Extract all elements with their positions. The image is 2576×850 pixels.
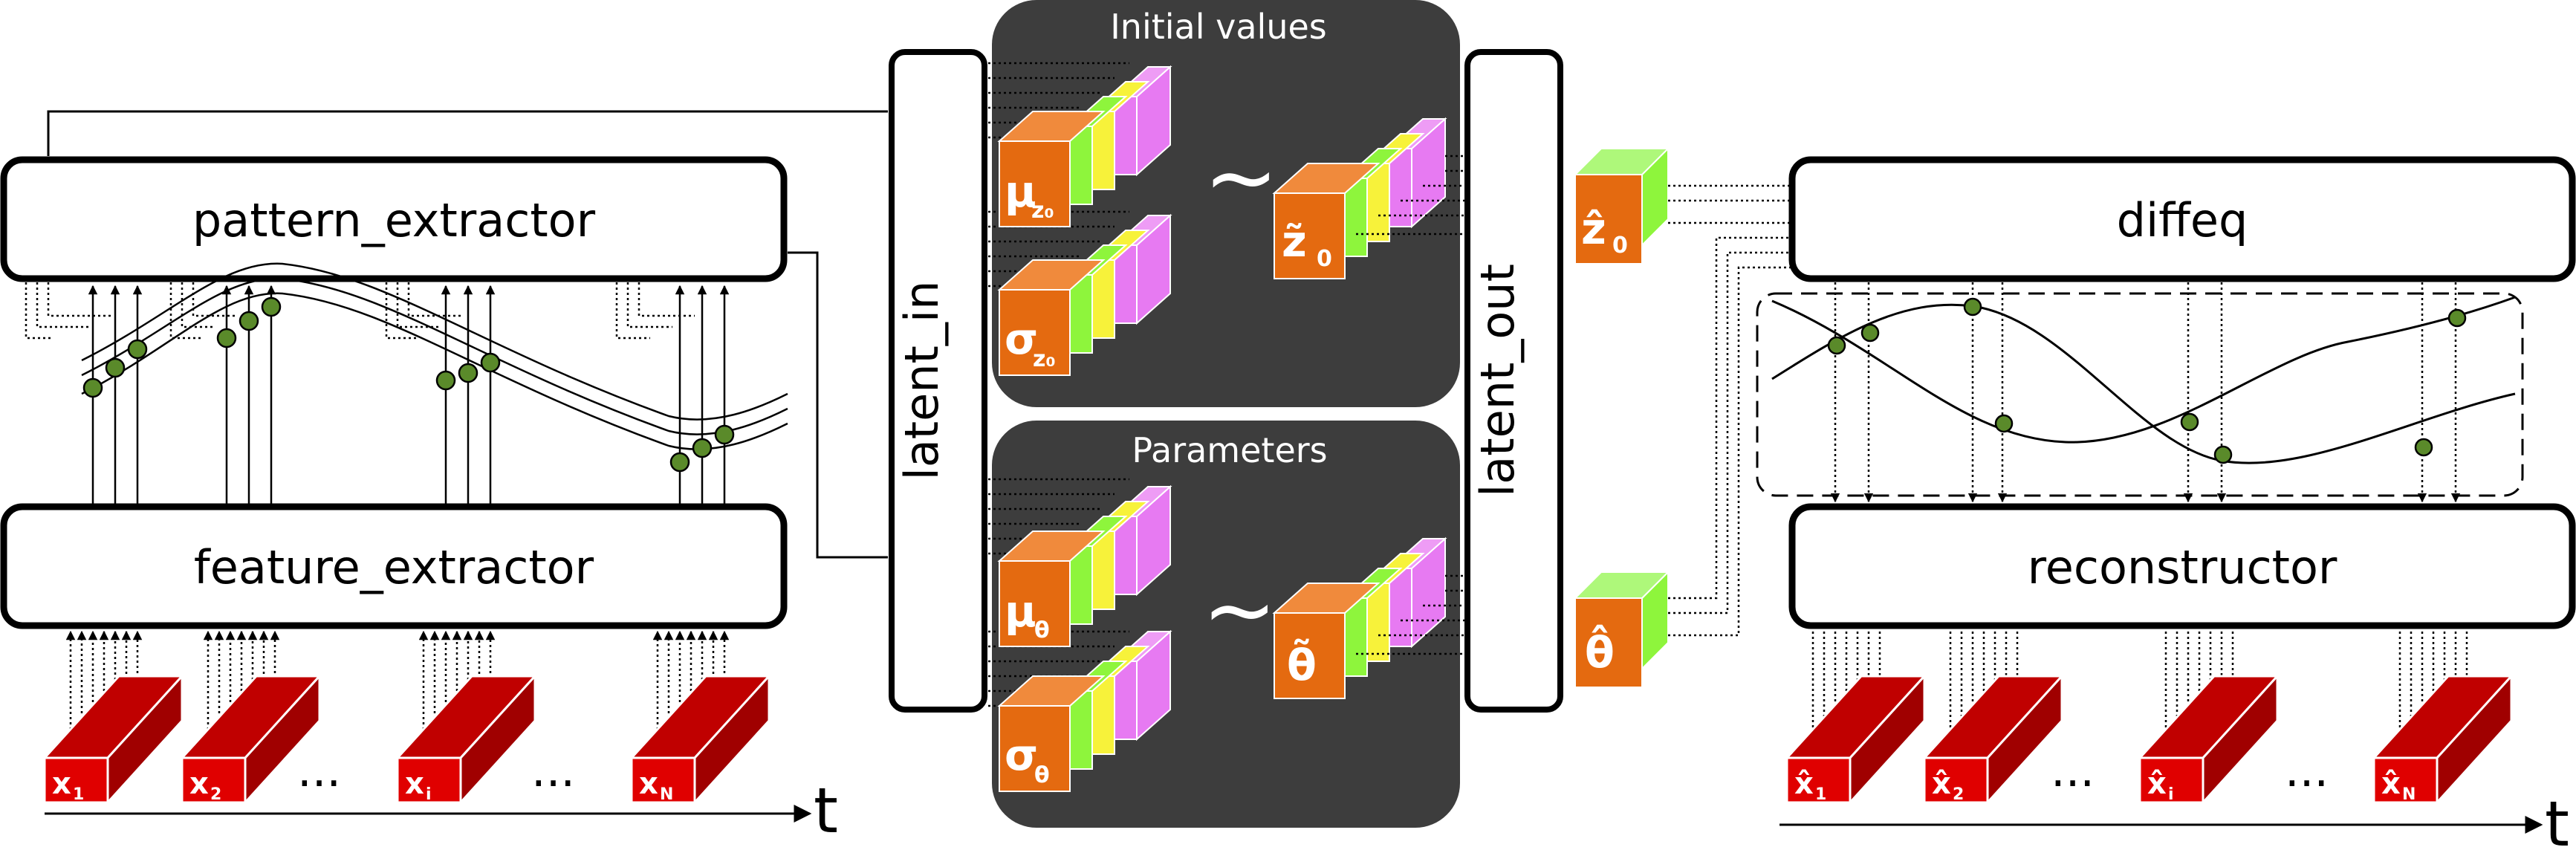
input-ellipsis-1: ... bbox=[297, 743, 341, 797]
latent-out-to-diffeq-links bbox=[1668, 184, 1791, 637]
x1-hat-sub: 1 bbox=[1815, 785, 1826, 804]
output-sequence-xN: x̂ N bbox=[2371, 673, 2514, 805]
input-sequence-x2: x 2 bbox=[179, 673, 322, 805]
theta-hat-symbol: θ̂ bbox=[1585, 624, 1615, 678]
mu-z0-symbol: μ bbox=[1005, 166, 1036, 217]
xi-hat-sub: i bbox=[2168, 785, 2174, 804]
reconstructor-box: reconstructor bbox=[1788, 503, 2576, 629]
input-ellipsis-2: ... bbox=[531, 743, 575, 797]
diffeq-label: diffeq bbox=[2117, 193, 2248, 247]
theta-tilde-symbol: θ̃ bbox=[1287, 638, 1317, 690]
solution-region bbox=[1756, 292, 2524, 497]
pattern-extractor-label: pattern_extractor bbox=[192, 193, 596, 247]
time-axis-right-label: t bbox=[2545, 788, 2569, 850]
latent-trajectories-right bbox=[1771, 296, 2516, 464]
latent-in-box: latent_in bbox=[889, 49, 987, 713]
sigma-z0-sub: z₀ bbox=[1033, 346, 1056, 372]
sample-tilde-theta: ~ bbox=[1202, 559, 1277, 662]
output-sequence-x1: x̂ 1 bbox=[1784, 673, 1927, 805]
feature-extractor-label: feature_extractor bbox=[194, 540, 594, 594]
xN-hat-label: x̂ bbox=[2381, 767, 2401, 801]
mu-theta-symbol: μ bbox=[1005, 586, 1036, 637]
reconstructor-label: reconstructor bbox=[2028, 540, 2337, 594]
theta-tilde-cube-stack: θ̃ bbox=[1272, 536, 1447, 699]
mu-theta-cube-stack: μ θ bbox=[997, 484, 1172, 647]
time-axis-left-label: t bbox=[814, 774, 838, 847]
z-hat-sub: 0 bbox=[1612, 233, 1628, 259]
xN-hat-sub: N bbox=[2402, 785, 2416, 804]
input-sequence-x1: x 1 bbox=[42, 673, 185, 805]
x2-label: x bbox=[189, 767, 209, 801]
xi-hat-label: x̂ bbox=[2147, 767, 2167, 801]
theta-hat-cube: θ̂ bbox=[1573, 570, 1670, 688]
mu-theta-sub: θ bbox=[1034, 617, 1050, 643]
sigma-z0-cube-stack: σ z₀ bbox=[997, 213, 1172, 376]
sample-to-latent-out-links bbox=[1356, 155, 1467, 655]
sigma-theta-symbol: σ bbox=[1005, 730, 1038, 780]
mu-z0-cube-stack: μ z₀ bbox=[997, 65, 1172, 227]
pattern-extractor-box: pattern_extractor bbox=[0, 156, 788, 282]
xi-label: x bbox=[405, 767, 424, 801]
sigma-z0-symbol: σ bbox=[1005, 314, 1038, 364]
z-tilde-sub: 0 bbox=[1317, 246, 1332, 272]
z-hat-cube: ẑ 0 bbox=[1573, 146, 1670, 265]
latent-out-box: latent_out bbox=[1464, 49, 1563, 713]
z-hat-symbol: ẑ bbox=[1581, 204, 1606, 254]
feature-extractor-box: feature_extractor bbox=[0, 503, 788, 629]
xN-sub: N bbox=[660, 785, 673, 804]
initial-values-title: Initial values bbox=[1110, 7, 1327, 47]
output-ellipsis-1: ... bbox=[2051, 743, 2095, 797]
xi-sub: i bbox=[426, 785, 432, 804]
pattern-to-latent-connector bbox=[47, 110, 888, 156]
extractor-links bbox=[25, 282, 730, 505]
x1-sub: 1 bbox=[73, 785, 84, 804]
parameters-title: Parameters bbox=[1132, 430, 1327, 470]
x1-hat-label: x̂ bbox=[1794, 767, 1814, 801]
output-sequence-xi: x̂ i bbox=[2137, 673, 2280, 805]
latent-in-label: latent_in bbox=[895, 281, 949, 481]
input-sequence-xN: x N bbox=[629, 673, 772, 805]
z-tilde-symbol: z̃ bbox=[1282, 216, 1307, 267]
sigma-theta-sub: θ bbox=[1034, 762, 1050, 788]
sample-tilde-z0: ~ bbox=[1204, 126, 1279, 230]
output-ellipsis-2: ... bbox=[2285, 743, 2329, 797]
observation-points-right bbox=[1827, 297, 2467, 464]
x1-label: x bbox=[52, 767, 71, 801]
latent-trajectories-left bbox=[81, 262, 788, 450]
x2-sub: 2 bbox=[210, 785, 221, 804]
latent-out-label: latent_out bbox=[1470, 264, 1525, 497]
feature-to-latent-connector bbox=[788, 251, 888, 559]
x2-hat-label: x̂ bbox=[1932, 767, 1951, 801]
xN-label: x bbox=[639, 767, 658, 801]
sigma-theta-cube-stack: σ θ bbox=[997, 629, 1172, 792]
x2-hat-sub: 2 bbox=[1953, 785, 1964, 804]
mu-z0-sub: z₀ bbox=[1031, 198, 1054, 224]
output-sequence-x2: x̂ 2 bbox=[1921, 673, 2065, 805]
input-sequence-xi: x i bbox=[395, 673, 538, 805]
z-tilde-cube-stack: z̃ 0 bbox=[1272, 117, 1447, 279]
observation-points-left bbox=[82, 296, 735, 473]
diffeq-box: diffeq bbox=[1788, 156, 2576, 282]
